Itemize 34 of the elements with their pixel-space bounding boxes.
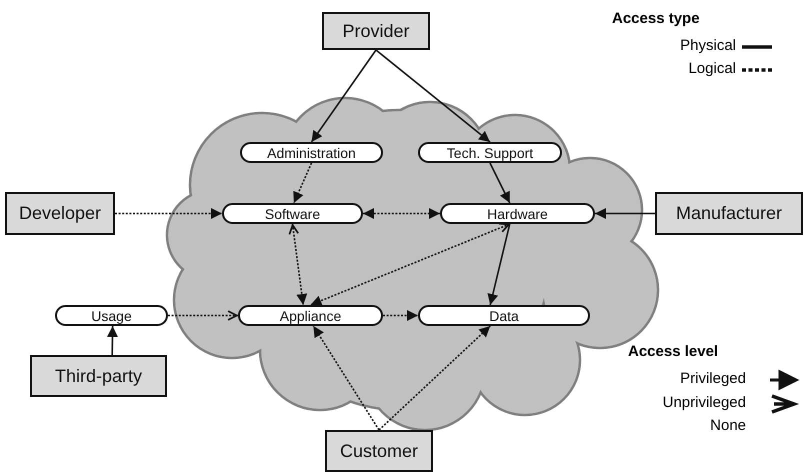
- legend-label: Physical: [680, 37, 736, 54]
- arrow: [595, 208, 655, 219]
- arrow: [489, 162, 510, 204]
- arrow: [363, 208, 440, 219]
- arrow: [383, 310, 418, 321]
- legend-heading: Access level: [628, 343, 718, 360]
- arrow: [288, 224, 308, 306]
- component-pill: Appliance: [238, 305, 383, 326]
- actor-box: Customer: [325, 430, 433, 472]
- arrow: [293, 162, 312, 204]
- arrow: [312, 326, 380, 430]
- component-pill: Administration: [240, 142, 383, 163]
- legend-heading: Access type: [612, 10, 700, 27]
- arrow: [378, 325, 491, 431]
- actor-box: Manufacturer: [655, 192, 803, 235]
- actor-box: Developer: [5, 192, 115, 235]
- actor-box: Provider: [322, 12, 430, 50]
- arrow: [310, 222, 510, 306]
- component-pill: Usage: [55, 305, 168, 326]
- arrow: [310, 50, 377, 142]
- arrow: [376, 49, 490, 143]
- arrow: [115, 208, 222, 219]
- actor-box: Third-party: [30, 355, 167, 397]
- arrow: [487, 224, 511, 306]
- component-pill: Hardware: [440, 203, 595, 224]
- legend-label: Privileged: [680, 370, 746, 387]
- arrow: [106, 326, 118, 356]
- component-pill: Software: [222, 203, 363, 224]
- legend-label: None: [710, 417, 746, 434]
- component-pill: Tech. Support: [418, 142, 562, 163]
- legend-label: Unprivileged: [662, 394, 746, 411]
- legend-label: Logical: [688, 60, 736, 77]
- component-pill: Data: [418, 305, 590, 326]
- arrow: [168, 310, 238, 321]
